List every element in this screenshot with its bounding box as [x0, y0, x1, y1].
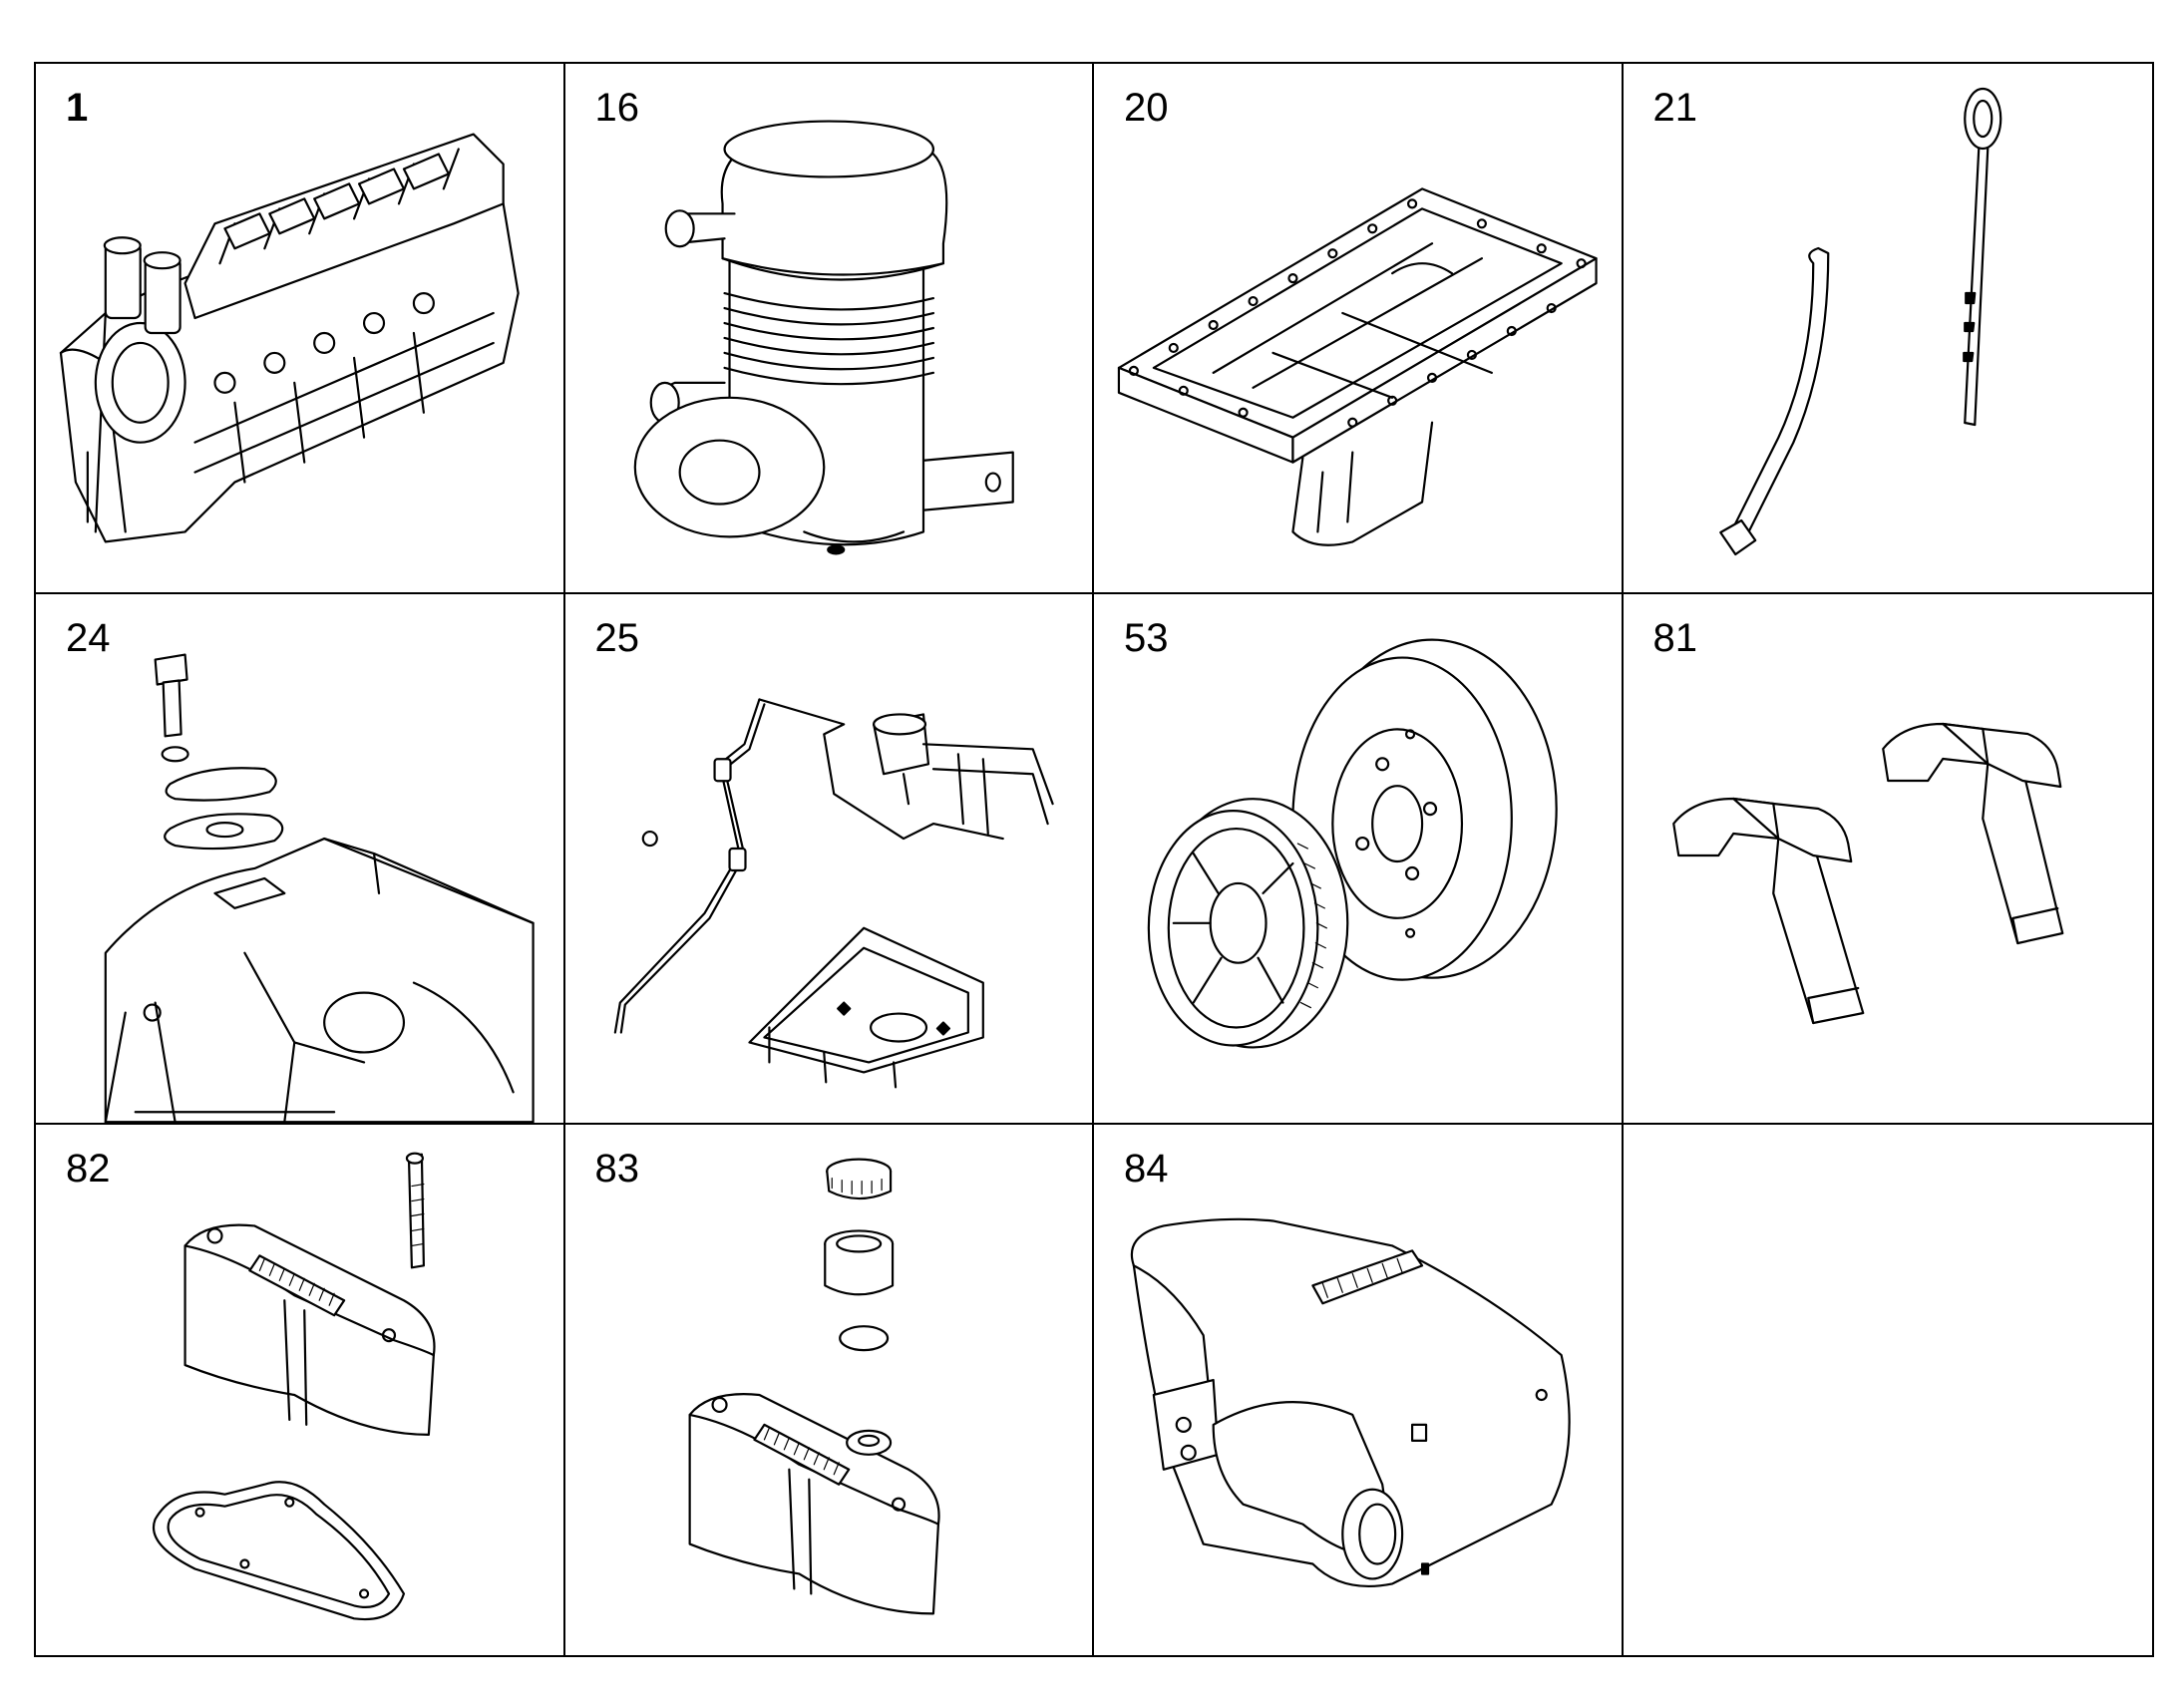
part-number: 20 — [1124, 86, 1169, 130]
part-number: 81 — [1652, 616, 1698, 660]
part-number: 24 — [66, 616, 111, 660]
part-cell-21[interactable]: 21 — [1623, 64, 2152, 594]
part-cell-84[interactable]: 84 — [1094, 1125, 1624, 1655]
part-number: 25 — [594, 616, 640, 660]
parts-grid: 1 16 — [34, 62, 2154, 1657]
part-number: 82 — [66, 1147, 111, 1191]
cover-plate-gasket-icon — [104, 653, 535, 1123]
part-cell-82[interactable]: 82 — [36, 1125, 565, 1655]
part-cell-83[interactable]: 83 — [565, 1125, 1094, 1655]
oil-pan-icon — [1117, 187, 1598, 546]
valve-cover-cap-icon — [688, 1158, 940, 1615]
part-number: 16 — [594, 86, 640, 130]
dipstick-icon — [1718, 87, 2001, 556]
oil-filter-housing-icon — [633, 120, 1014, 555]
part-cell-81[interactable]: 81 — [1623, 594, 2152, 1125]
part-cell-1[interactable]: 1 — [36, 64, 565, 594]
bracket-pair-icon — [1671, 722, 2063, 1025]
part-cell-20[interactable]: 20 — [1094, 64, 1624, 594]
pulley-damper-icon — [1147, 638, 1558, 1049]
intake-manifold-icon — [1130, 1217, 1571, 1587]
pipe-assembly-icon — [613, 698, 1054, 1089]
part-cell-25[interactable]: 25 — [564, 594, 1094, 1125]
part-number: 1 — [66, 86, 89, 130]
valve-cover-gasket-icon — [153, 1152, 436, 1621]
part-cell-16[interactable]: 16 — [564, 64, 1094, 594]
part-cell-24[interactable]: 24 — [36, 594, 565, 1125]
part-number: 83 — [594, 1147, 640, 1191]
part-number: 53 — [1124, 616, 1169, 660]
part-cell-53[interactable]: 53 — [1094, 594, 1624, 1125]
engine-block-icon — [59, 133, 520, 543]
empty-cell — [1624, 1125, 2153, 1655]
part-number: 84 — [1124, 1147, 1169, 1191]
part-number: 21 — [1652, 86, 1698, 130]
